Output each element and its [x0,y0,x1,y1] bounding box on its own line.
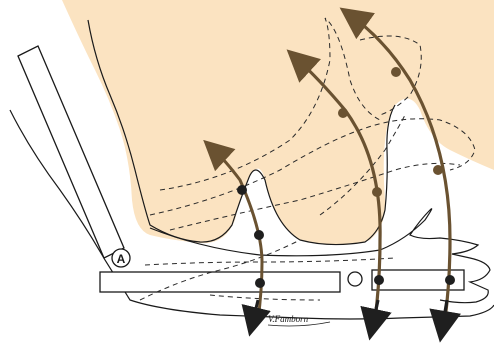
arrow-1-point-top [237,185,247,195]
arrow-3-point-low [445,275,455,285]
splint-hinge [348,272,362,286]
label-a-marker: A [112,249,130,267]
arrow-3-point-mid [433,165,443,175]
arrow-2-point-low [374,275,384,285]
arrow-2-point-top [338,108,348,118]
arrow-3-point-top [391,67,401,77]
artist-signature: V.Famborn [268,314,309,324]
label-a-text: A [117,252,126,266]
splint-bar-left [100,272,340,292]
arrow-1-point-low [255,278,265,288]
arrow-1-point-mid [254,230,264,240]
arrow-2-point-mid [372,187,382,197]
